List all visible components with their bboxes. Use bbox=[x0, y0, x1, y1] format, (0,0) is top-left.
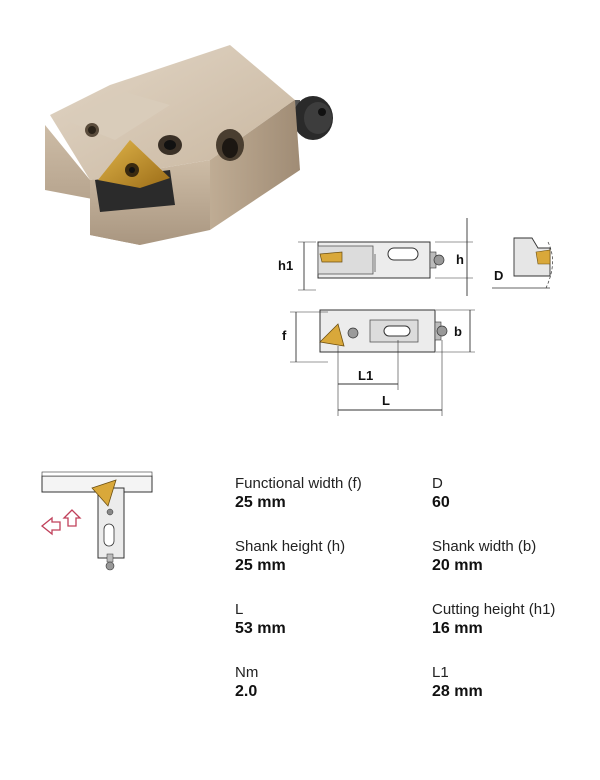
dim-label-L: L bbox=[382, 393, 390, 408]
dim-label-f: f bbox=[282, 328, 287, 343]
spec-label: Shank height (h) bbox=[235, 538, 346, 555]
spec-label: L bbox=[235, 601, 244, 618]
spec-value: 2.0 bbox=[235, 683, 258, 700]
spec-label: Nm bbox=[235, 664, 259, 681]
spec-cutting-height: Cutting height (h1) 16 mm bbox=[432, 600, 600, 639]
dimension-drawing: h1 h D f b L1 bbox=[278, 218, 553, 416]
spec-label: Functional width (f) bbox=[235, 475, 362, 492]
spec-value: 20 mm bbox=[432, 557, 483, 574]
dim-label-L1: L1 bbox=[358, 368, 373, 383]
side-view: h1 h bbox=[278, 218, 473, 296]
dim-label-h1: h1 bbox=[278, 258, 293, 273]
dim-label-h: h bbox=[456, 252, 464, 267]
d-view: D bbox=[492, 237, 553, 289]
dim-label-b: b bbox=[454, 324, 462, 339]
spec-value: 16 mm bbox=[432, 620, 483, 637]
spec-value: 25 mm bbox=[235, 494, 286, 511]
spec-length: L 53 mm bbox=[235, 600, 425, 639]
spec-l1: L1 28 mm bbox=[432, 663, 600, 702]
spec-shank-height: Shank height (h) 25 mm bbox=[235, 537, 425, 576]
spec-label: Shank width (b) bbox=[432, 538, 537, 555]
top-view: f b L1 L bbox=[282, 309, 475, 416]
spec-value: 28 mm bbox=[432, 683, 483, 700]
spec-label: D bbox=[432, 475, 443, 492]
application-sketch bbox=[40, 471, 153, 571]
spec-label: L1 bbox=[432, 664, 449, 681]
feed-arrow-icon bbox=[40, 509, 82, 536]
spec-shank-width: Shank width (b) 20 mm bbox=[432, 537, 600, 576]
spec-d: D 60 bbox=[432, 474, 600, 513]
dim-label-D: D bbox=[494, 268, 503, 283]
spec-torque: Nm 2.0 bbox=[235, 663, 425, 702]
spec-functional-width: Functional width (f) 25 mm bbox=[235, 474, 425, 513]
product-image bbox=[45, 45, 333, 245]
spec-value: 53 mm bbox=[235, 620, 286, 637]
spec-value: 25 mm bbox=[235, 557, 286, 574]
spec-label: Cutting height (h1) bbox=[432, 601, 556, 618]
spec-value: 60 bbox=[432, 494, 450, 511]
